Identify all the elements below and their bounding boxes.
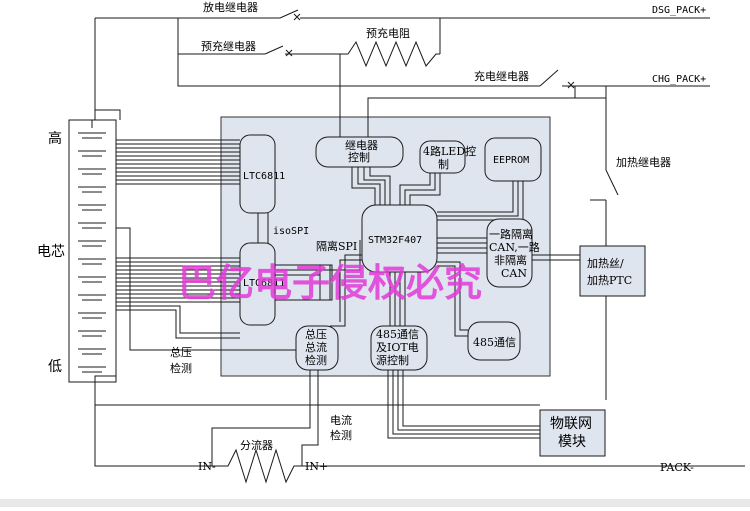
relay-control-line2: 控制	[348, 150, 370, 164]
total-voltage-line1: 总压	[170, 345, 192, 359]
cell-mid-label: 电芯	[37, 244, 65, 260]
relay-contact-marks	[285, 13, 575, 89]
iot-module-line1: 物联网	[550, 416, 592, 432]
led-control-line1: 4路LED控	[423, 144, 476, 158]
cell-stack-cells	[78, 120, 106, 373]
ltc6811-bottom-label: LTC6811	[243, 278, 285, 289]
cell-stack	[68, 119, 117, 383]
isospi-label: isoSPI	[273, 226, 309, 237]
cell-high-label: 高	[48, 130, 62, 147]
charge-relay-label: 充电继电器	[474, 69, 529, 83]
relay-control-block	[315, 136, 404, 168]
isospi-links	[257, 213, 361, 301]
vc-line2: 总流	[305, 340, 327, 354]
can-line4: CAN	[501, 267, 527, 280]
led-control-line2: 制	[438, 158, 449, 171]
current-detect-line1: 电流	[330, 413, 352, 427]
dsg-pack-label: DSG_PACK+	[652, 5, 706, 16]
isolated-spi-label: 隔离SPI	[316, 239, 357, 253]
shunt-label: 分流器	[240, 438, 273, 452]
bottom-strip	[0, 499, 750, 507]
chg-pack-label: CHG_PACK+	[652, 74, 706, 85]
relay-wiring	[94, 9, 710, 246]
iot-power-line3: 源控制	[376, 353, 409, 367]
rs485-block	[467, 321, 521, 361]
cell-low-label: 低	[48, 359, 62, 375]
heater-box	[579, 245, 646, 297]
precharge-resistor-label: 预充电阻	[366, 26, 410, 40]
eeprom-label: EEPROM	[493, 155, 529, 166]
mcu-label: STM32F407	[368, 235, 422, 246]
voltage-current-detect-block	[295, 325, 339, 371]
iot-module-line2: 模块	[558, 434, 586, 450]
isolator-block	[319, 264, 333, 301]
led-control-block	[419, 140, 466, 174]
mcu-bus-lines	[330, 167, 580, 337]
precharge-relay-label: 预充继电器	[201, 39, 256, 53]
heater-line1: 加热丝/	[587, 257, 624, 270]
can-block	[486, 218, 533, 288]
total-voltage-line2: 检测	[170, 361, 192, 375]
shunt-wiring	[94, 296, 745, 484]
ltc6811-top-label: LTC6811	[243, 171, 285, 182]
heater-line2: 加热PTC	[587, 274, 632, 287]
vc-line3: 检测	[305, 353, 327, 367]
iot-power-line1: 485通信	[376, 328, 419, 341]
can-line2: CAN,一路	[489, 241, 540, 254]
discharge-relay-label: 放电继电器	[203, 0, 258, 14]
rs485-label: 485通信	[473, 336, 516, 349]
heater-relay-label: 加热继电器	[616, 156, 671, 169]
current-detect-line2: 检测	[330, 428, 352, 442]
pack-minus-label: PACK-	[660, 461, 694, 474]
iot-power-line2: 及IOT电	[376, 341, 419, 354]
in-plus-label: IN+	[305, 460, 328, 473]
in-minus-label: IN-	[198, 460, 216, 473]
iot-power-control-block	[370, 325, 428, 371]
can-line1: 一路隔离	[489, 227, 533, 241]
can-line3: 非隔离	[494, 253, 527, 267]
relay-control-line1: 继电器	[345, 139, 378, 152]
vc-line1: 总压	[305, 327, 327, 341]
watermark-text: 巴亿电子侵权必究	[178, 261, 482, 305]
iot-module-box	[539, 409, 606, 457]
